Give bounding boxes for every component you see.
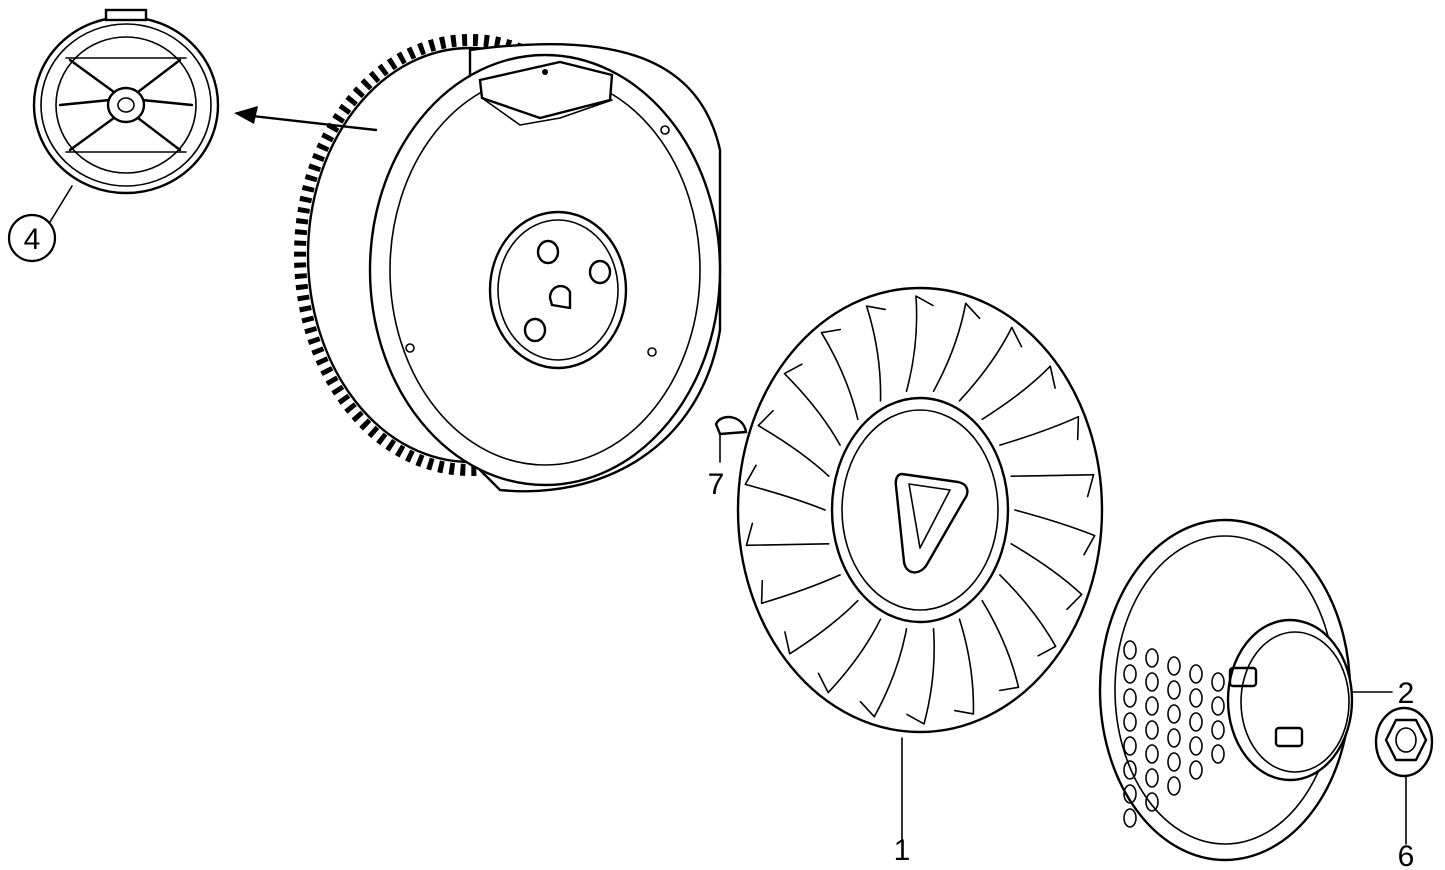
flywheel-assembly bbox=[294, 34, 722, 493]
vent-hole bbox=[1123, 784, 1137, 804]
vent-hole bbox=[1145, 768, 1159, 788]
vent-hole bbox=[1211, 720, 1225, 740]
fan-blade bbox=[999, 415, 1080, 446]
vent-hole bbox=[1123, 760, 1137, 780]
fan-blade bbox=[1010, 543, 1083, 611]
view-arrow bbox=[234, 106, 378, 132]
vent-hole bbox=[1189, 760, 1203, 780]
fan-blade bbox=[783, 363, 841, 446]
callout-6-label: 6 bbox=[1398, 840, 1415, 870]
vent-hole bbox=[1211, 744, 1225, 764]
fan-blade bbox=[859, 628, 908, 718]
fan-blade bbox=[1010, 473, 1095, 498]
fan-blade bbox=[745, 522, 830, 547]
fan-blade bbox=[981, 599, 1020, 692]
vent-hole bbox=[1167, 680, 1181, 700]
callout-2-label: 2 bbox=[1398, 677, 1415, 710]
fan-blade bbox=[784, 599, 859, 655]
vent-hole bbox=[1167, 728, 1181, 748]
vent-hole bbox=[1123, 808, 1137, 828]
vent-hole bbox=[1123, 688, 1137, 708]
vent-hole bbox=[1189, 664, 1203, 684]
fan-blades bbox=[744, 295, 1096, 725]
vent-hole bbox=[1123, 664, 1137, 684]
cooling-fan bbox=[736, 286, 1104, 841]
woodruff-key bbox=[714, 415, 748, 463]
pulley-vent-holes bbox=[1123, 640, 1225, 828]
fan-blade bbox=[981, 365, 1056, 421]
vent-hole bbox=[1145, 744, 1159, 764]
fan-blade bbox=[906, 628, 935, 725]
fan-blade bbox=[817, 618, 882, 694]
callout-1-label: 1 bbox=[894, 834, 911, 867]
fan-blade bbox=[820, 328, 859, 421]
vent-hole bbox=[1167, 776, 1181, 796]
vent-hole bbox=[1145, 672, 1159, 692]
vent-hole bbox=[1145, 720, 1159, 740]
fan-blade bbox=[757, 409, 830, 477]
starter-pulley bbox=[1098, 518, 1393, 862]
callout-4: 4 bbox=[7, 185, 73, 263]
vent-hole bbox=[1211, 696, 1225, 716]
fan-blade bbox=[1014, 509, 1096, 556]
vent-hole bbox=[1145, 648, 1159, 668]
vent-hole bbox=[1123, 712, 1137, 732]
vent-hole bbox=[1189, 688, 1203, 708]
callout-4-label: 4 bbox=[24, 223, 41, 256]
vent-hole bbox=[1189, 736, 1203, 756]
vent-hole bbox=[1167, 656, 1181, 676]
vent-hole bbox=[1145, 792, 1159, 812]
fan-blade bbox=[760, 574, 841, 605]
vent-hole bbox=[1167, 752, 1181, 772]
flange-nut bbox=[1374, 706, 1434, 845]
fan-blade bbox=[932, 302, 981, 392]
fan-blade bbox=[905, 295, 934, 392]
fan-blade bbox=[865, 305, 886, 402]
callout-7-label: 7 bbox=[708, 468, 725, 501]
fan-blade bbox=[958, 326, 1023, 402]
vent-hole bbox=[1145, 696, 1159, 716]
fan-blade bbox=[954, 618, 975, 715]
vent-hole bbox=[1123, 640, 1137, 660]
vent-hole bbox=[1123, 736, 1137, 756]
fan-blade bbox=[999, 574, 1057, 657]
vent-hole bbox=[1189, 712, 1203, 732]
vent-hole bbox=[1211, 672, 1225, 692]
flywheel-rear-view-inset bbox=[32, 8, 220, 195]
vent-hole bbox=[1167, 704, 1181, 724]
fan-blade bbox=[744, 464, 826, 511]
